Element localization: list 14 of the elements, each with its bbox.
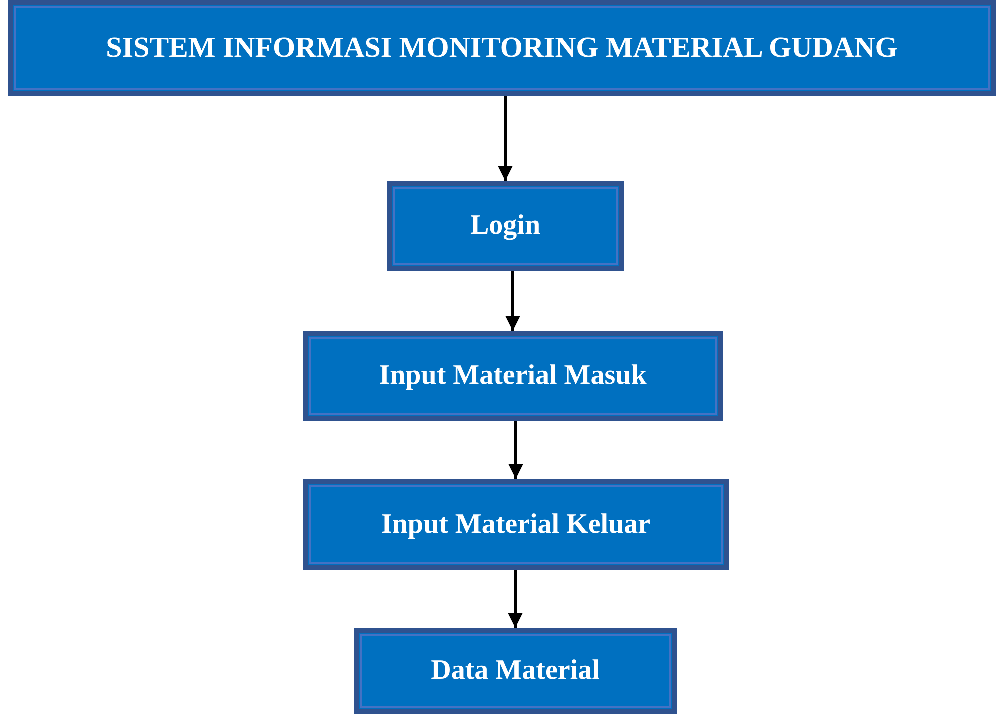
arrow <box>506 271 520 331</box>
process-box <box>354 628 677 714</box>
box-label: Login <box>470 210 541 242</box>
box-label: Input Material Keluar <box>381 508 651 540</box>
box-label: Input Material Masuk <box>379 360 647 392</box>
arrow <box>498 96 513 181</box>
arrow <box>508 570 523 628</box>
process-box <box>303 479 729 570</box>
box-label: SISTEM INFORMASI MONITORING MATERIAL GUDANG <box>106 32 898 64</box>
process-box <box>303 331 723 421</box>
process-box <box>8 0 996 96</box>
arrow <box>508 421 524 479</box>
process-box <box>387 181 624 271</box>
box-label: Data Material <box>431 655 600 687</box>
